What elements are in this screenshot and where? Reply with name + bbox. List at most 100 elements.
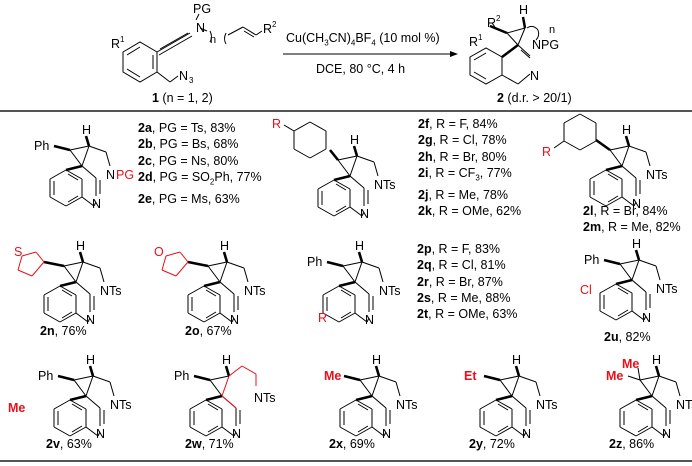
entry-2q: 2q, R = Cl, 81% [417,258,506,273]
entry-2s: 2s, R = Me, 88% [417,290,511,305]
imine-n: N [365,313,374,327]
cl-label: Cl [580,283,592,297]
imine-n: N [632,197,641,211]
imine-n: N [642,311,651,325]
meta-aryl-list: 2l, R = Br, 84% 2m, R = Me, 82% [583,203,681,236]
me-label: Me [622,357,639,371]
conditions-label: DCE, 80 °C, 4 h [316,62,406,76]
substrate-azide: N [179,69,188,83]
furan-o: O [154,245,164,259]
product-structure [469,25,540,85]
substrate-n: N [196,21,205,35]
substituent-label: Ph [174,369,189,383]
entry-2r: 2r, R = Br, 87% [417,274,503,289]
nts-label: NTs [244,284,266,298]
structure-2z: HNTsNMeMe [606,353,692,441]
imine-n: N [230,313,239,327]
substituent-label: Ph [38,369,53,383]
nts-label: NTs [646,168,668,182]
entry-2i: 2i, R = CF3, 77% [418,165,512,183]
entry-2d: 2d, PG = SO2Ph, 77% [138,169,262,187]
entry-2l: 2l, R = Br, 84% [583,204,668,218]
entry-2e: 2e, PG = Ms, 63% [138,191,240,206]
substrate-structure [122,13,263,83]
entry-2k: 2k, R = OMe, 62% [418,203,522,218]
caption-2n: 2n, 76% [40,324,87,338]
product-r2-sup: 2 [496,14,501,23]
r-label: R [272,117,281,131]
nts-label: NTs [379,284,401,298]
nts-label: NTs [396,398,418,412]
thiophene-s: S [14,245,22,259]
product-r1-sup: 1 [478,33,483,42]
caption-2z: 2z, 86% [609,437,655,451]
catalyst-label: Cu(CH3CN)4BF4 (10 mol %) [286,31,440,48]
h-atom: H [350,133,359,147]
h-atom: H [222,353,231,367]
reaction-scheme-svg: PG N n R 2 R 1 N 3 H R 2 R 1 n NPG N [111,2,559,85]
product-n: N [530,69,539,83]
substrate-index-n: n [210,34,216,46]
entry-2j: 2j, R = Me, 78% [418,187,508,202]
h-atom: H [220,239,229,253]
nts-label: NTs [374,178,396,192]
product-r2: R [487,16,496,30]
me-label: Me [606,369,623,383]
substituent-label: Me [324,369,341,383]
r-label: R [542,145,551,159]
substrate-r2: R [263,22,272,36]
substrate-r1: R [111,37,120,51]
nts-label: NTs [676,398,692,412]
product-r1: R [469,35,478,49]
imine-n: N [382,427,391,441]
entry-2g: 2g, R = Cl, 78% [418,133,507,148]
nts-label: NTs [254,391,276,405]
imine-n: N [522,427,531,441]
nts-label: N [106,168,115,182]
pg-label: PG [116,168,134,182]
substrate-r2-sup: 2 [272,20,277,29]
entry-2b: 2b, PG = Bs, 68% [138,137,239,152]
substrate-azide-sub: 3 [189,76,194,85]
product-index-n: n [549,24,555,36]
substituent-label: Ph [34,139,49,153]
entry-2c: 2c, PG = Ns, 80% [138,153,239,168]
imine-n: N [92,197,101,211]
imine-n: N [86,313,95,327]
h-atom: H [512,353,521,367]
entry-2f: 2f, R = F, 84% [418,117,498,131]
arrow-head-icon [450,51,458,57]
h-atom: H [372,353,381,367]
entry-2p: 2p, R = F, 83% [417,242,501,256]
h-atom: H [82,123,91,137]
caption-2y: 2y, 72% [469,437,515,451]
para-aryl-list: 2f, R = F, 84% 2g, R = Cl, 78% 2h, R = B… [418,116,521,219]
nts-label: NTs [100,284,122,298]
caption-2v: 2v, 63% [46,437,92,451]
nts-label: NTs [536,398,558,412]
caption-2w: 2w, 71% [185,437,234,451]
entry-2m: 2m, R = Me, 82% [583,220,681,235]
imine-n: N [360,207,369,221]
imine-n: N [96,427,105,441]
bottom-rule [0,460,692,462]
h-atom: H [86,353,95,367]
product-npg: NPG [532,38,559,52]
h-atom: H [355,239,364,253]
ring-substituent-list: 2p, R = F, 83% 2q, R = Cl, 81% 2r, R = B… [417,241,517,322]
h-atom: H [652,353,661,367]
entry-2t: 2t, R = OMe, 63% [417,307,518,322]
product-h: H [519,3,528,17]
entry-2h: 2h, R = Br, 80% [418,149,507,164]
